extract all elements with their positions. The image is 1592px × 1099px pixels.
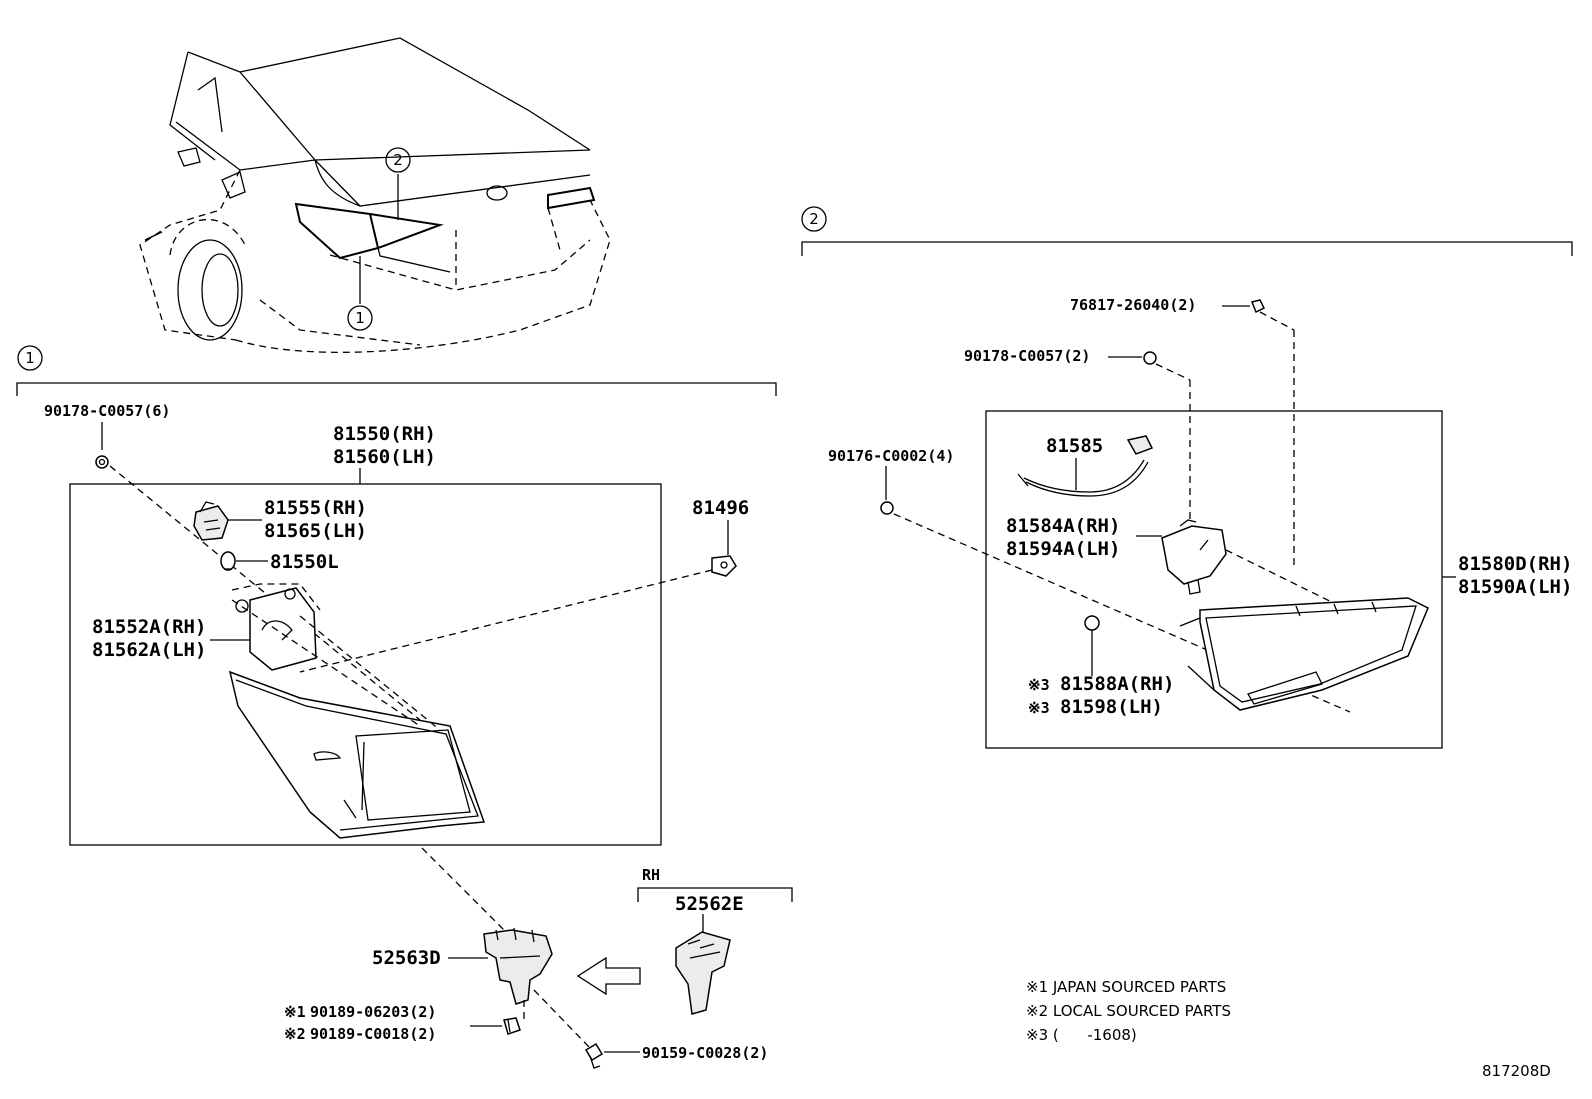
part-81584a-rh-label: 81584A(RH) — [1006, 515, 1120, 537]
screw-90159-icon — [584, 1042, 604, 1069]
group-1-bracket-line — [16, 382, 777, 396]
part-76817-26040-label: 76817-26040(2) — [1070, 296, 1196, 314]
bracket-52562e-icon — [675, 931, 731, 1015]
callout-2-group-label: 2 — [809, 210, 819, 228]
part-90178-c0057-2-label: 90178-C0057(2) — [964, 347, 1090, 365]
socket-81555-icon — [193, 501, 229, 541]
mark-3b: ※3 — [1028, 699, 1050, 717]
nut-90178-icon — [1143, 351, 1157, 365]
mark-3a: ※3 — [1028, 676, 1050, 694]
group-1-assembly-box — [69, 483, 662, 846]
note-japan-sourced: ※1 JAPAN SOURCED PARTS — [1026, 978, 1226, 996]
nut-icon — [95, 455, 109, 469]
nut-90189-icon — [503, 1017, 521, 1035]
wire-harness-81585-icon — [1017, 435, 1154, 497]
part-81588a-rh-label: 81588A(RH) — [1060, 673, 1174, 695]
part-81560-lh-label: 81560(LH) — [333, 446, 436, 468]
part-81590a-lh-label: 81590A(LH) — [1458, 576, 1572, 598]
tail-lamp-outer-icon — [228, 670, 486, 839]
mark-1: ※1 — [284, 1003, 306, 1021]
part-90178-c0057-6-label: 90178-C0057(6) — [44, 402, 170, 420]
callout-1-car — [347, 305, 373, 331]
bulb-81550l-icon — [220, 551, 236, 571]
part-81562a-lh-label: 81562A(LH) — [92, 639, 206, 661]
part-81496-label: 81496 — [692, 497, 749, 519]
gasket-81588a-icon — [1084, 615, 1100, 631]
part-81550l-label: 81550L — [270, 551, 339, 573]
part-90189-06203-label: 90189-06203(2) — [310, 1003, 436, 1021]
callout-1-car-label: 1 — [355, 309, 365, 327]
group-2-assembly-box — [985, 410, 1443, 749]
part-90189-c0018-label: 90189-C0018(2) — [310, 1025, 436, 1043]
diagram-id: 817208D — [1482, 1062, 1551, 1080]
callout-1-group — [17, 345, 43, 371]
part-90159-c0028-label: 90159-C0028(2) — [642, 1044, 768, 1062]
part-81598-lh-label: 81598(LH) — [1060, 696, 1163, 718]
callout-1-group-label: 1 — [25, 349, 35, 367]
nut-90176-icon — [880, 501, 894, 515]
part-52562e-label: 52562E — [675, 893, 744, 915]
part-81550-rh-label: 81550(RH) — [333, 423, 436, 445]
note-local-sourced: ※2 LOCAL SOURCED PARTS — [1026, 1002, 1231, 1020]
group-2-bracket-line — [801, 241, 1573, 256]
clip-81496-icon — [711, 555, 737, 577]
rh-bracket-line — [637, 887, 793, 902]
part-81580d-rh-label: 81580D(RH) — [1458, 553, 1572, 575]
mark-2: ※2 — [284, 1025, 306, 1043]
socket-81584a-icon — [1161, 519, 1227, 595]
part-52563d-label: 52563D — [372, 947, 441, 969]
part-81585-label: 81585 — [1046, 435, 1103, 457]
replacement-arrow-icon — [576, 956, 641, 996]
callout-2-car-label: 2 — [393, 151, 403, 169]
callout-2-group — [801, 206, 827, 232]
screw-76817-icon — [1250, 299, 1266, 314]
car-rear-illustration — [139, 37, 611, 353]
note-date-range: ※3 ( -1608) — [1026, 1026, 1137, 1044]
bracket-52563d-icon — [483, 927, 553, 1005]
part-81565-lh-label: 81565(LH) — [264, 520, 367, 542]
part-81552a-rh-label: 81552A(RH) — [92, 616, 206, 638]
part-81594a-lh-label: 81594A(LH) — [1006, 538, 1120, 560]
gasket-81552a-icon — [235, 587, 317, 671]
callout-2-car — [385, 147, 411, 173]
tail-lamp-inner-icon — [1179, 597, 1429, 711]
part-81555-rh-label: 81555(RH) — [264, 497, 367, 519]
bracket-rh-label: RH — [642, 866, 660, 884]
part-90176-c0002-label: 90176-C0002(4) — [828, 447, 954, 465]
